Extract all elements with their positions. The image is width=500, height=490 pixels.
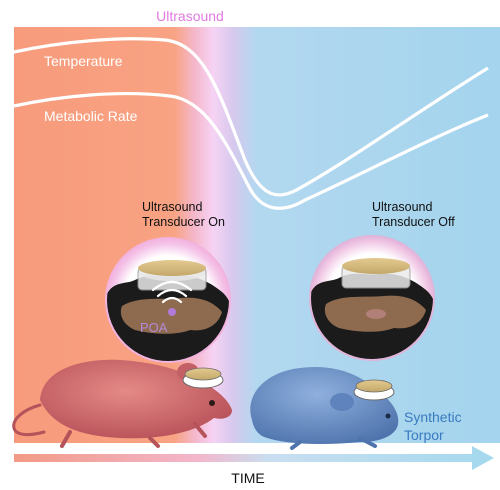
temperature-curve	[13, 37, 489, 197]
poa-label: POA	[140, 320, 168, 335]
transducer-off-label-line1: Ultrasound	[372, 200, 432, 214]
brain-inset-off	[309, 235, 435, 361]
torpor-rat	[250, 366, 399, 450]
poa-target-dot	[168, 308, 176, 316]
ultrasound-wave-icon	[151, 280, 193, 304]
active-rat	[12, 359, 232, 448]
brain-inset-on: POA	[105, 237, 231, 363]
temperature-label: Temperature	[44, 53, 123, 69]
synthetic-torpor-label-line1: Synthetic	[404, 409, 462, 425]
metabolic-rate-label: Metabolic Rate	[44, 108, 138, 124]
time-arrow	[14, 446, 494, 470]
ultrasound-band-label: Ultrasound	[156, 8, 224, 24]
transducer-off-label-line2: Transducer Off	[372, 215, 455, 229]
synthetic-torpor-label-line2: Torpor	[404, 427, 444, 443]
transducer-on-label-line1: Ultrasound	[142, 200, 202, 214]
time-axis-label: TIME	[231, 470, 264, 486]
transducer-on-label-line2: Transducer On	[142, 215, 225, 229]
metabolic-rate-curve	[13, 92, 489, 210]
